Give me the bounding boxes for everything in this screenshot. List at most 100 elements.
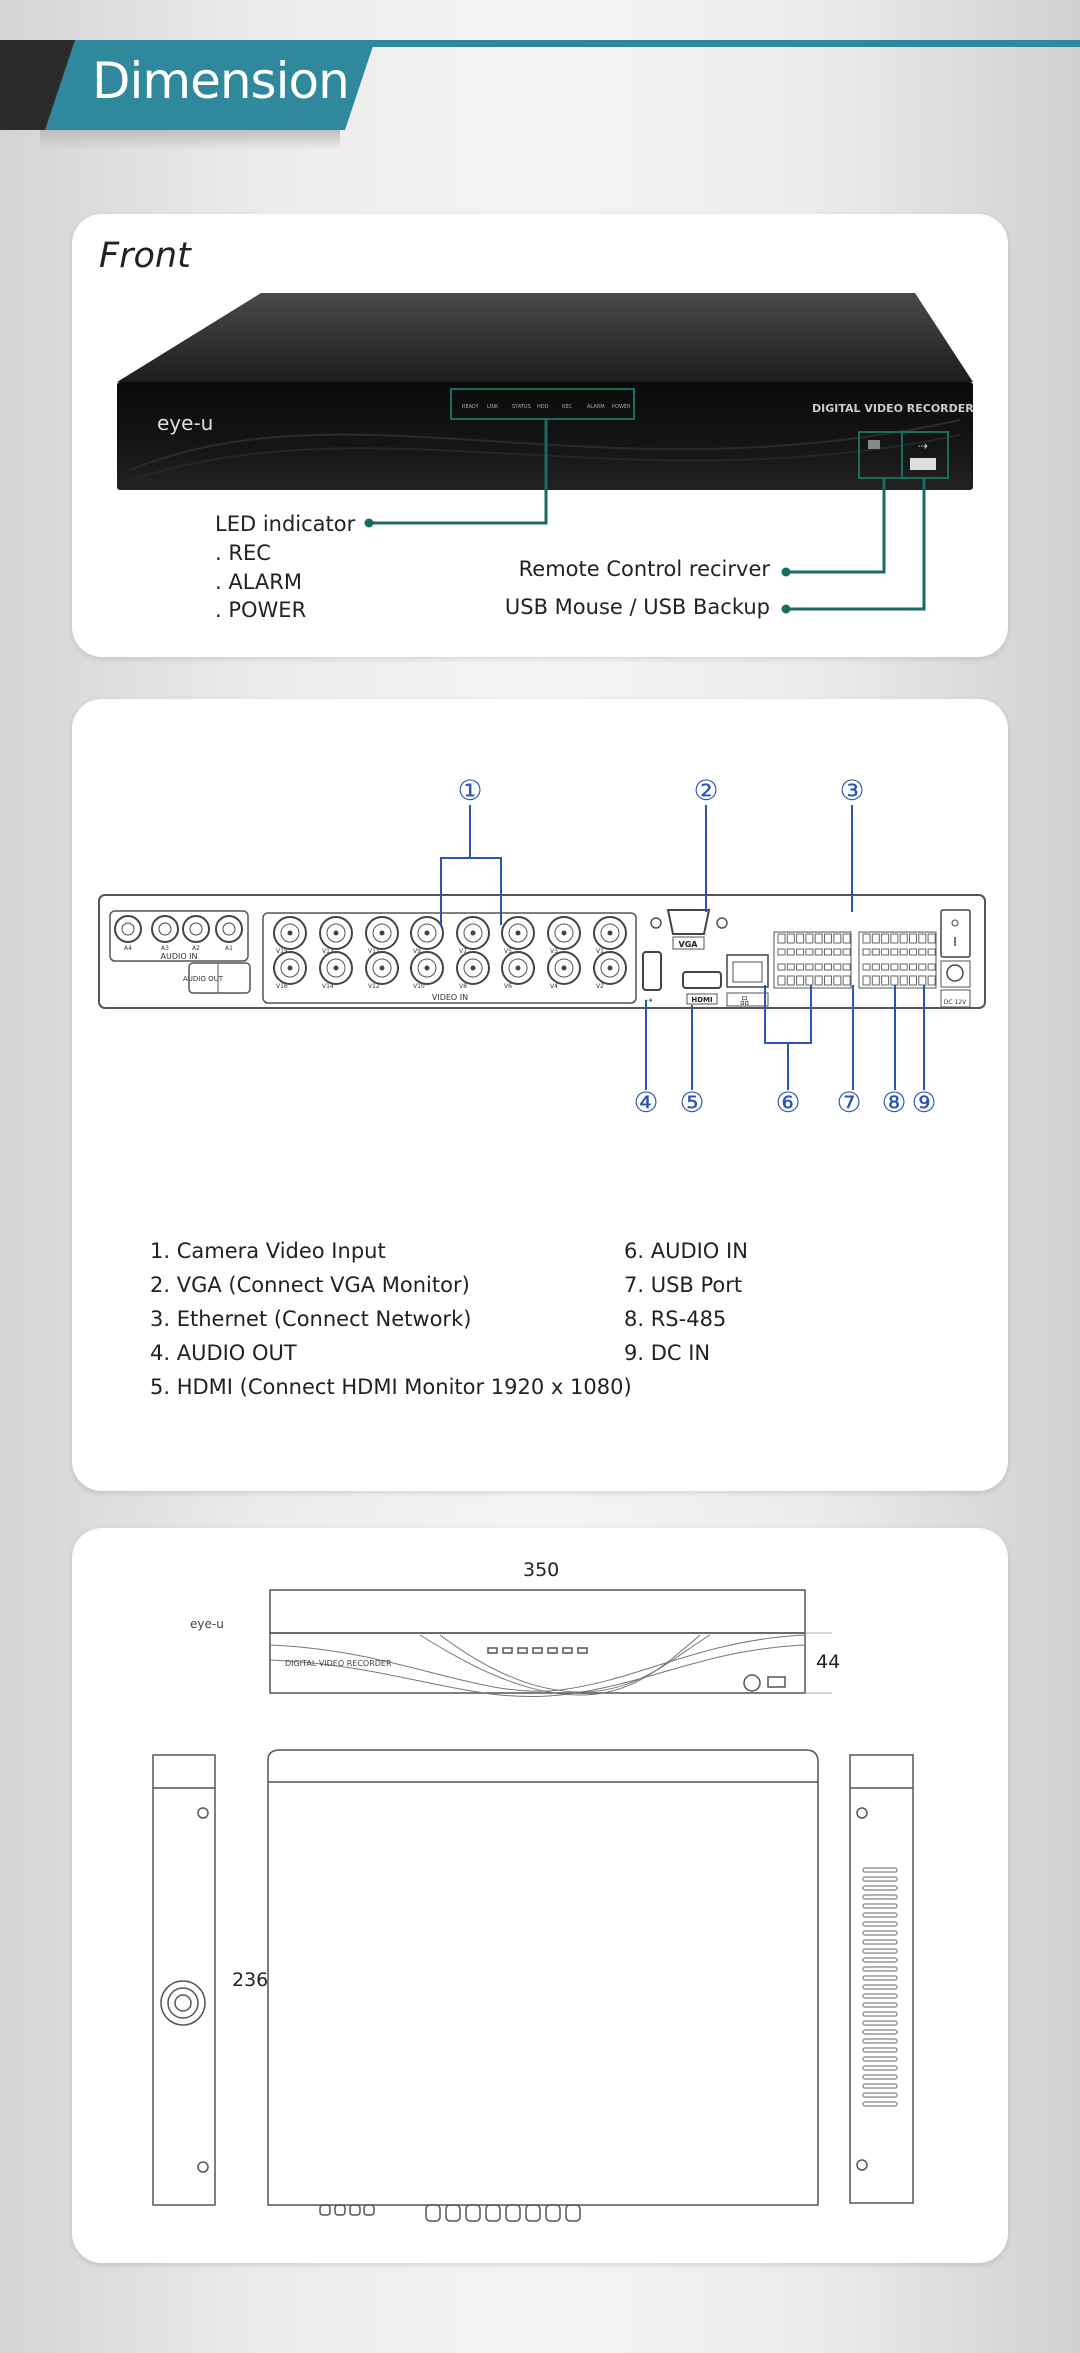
terminal-pin [899,975,908,986]
legend-item: 5. HDMI (Connect HDMI Monitor 1920 x 108… [150,1375,632,1399]
led-label: STATUS [512,404,531,410]
bnc-label: V16 [276,983,288,990]
top-port [319,2204,331,2216]
terminal-pin [909,975,917,986]
vent-slots [862,1867,898,2107]
terminal-pin [862,963,871,971]
terminal-pin [814,948,823,956]
terminal-pin [862,933,871,944]
legend-item: 8. RS-485 [624,1307,727,1331]
bnc-inner [280,923,300,943]
vent-slot [862,1921,898,1927]
bnc-inner [280,958,300,978]
header-title-banner [45,40,375,130]
bnc-inner [600,958,620,978]
vent-slot [862,1975,898,1981]
audio-jack [215,915,243,943]
terminal-pin [899,948,908,956]
bnc-inner [463,923,483,943]
top-port [363,2204,375,2216]
video-in-title: VIDEO IN [432,993,468,1002]
usb-leader-dot [781,604,791,614]
bnc-inner [372,958,392,978]
bnc-connector [593,951,627,985]
vent-slot [862,2002,898,2008]
bnc-pin [379,930,385,936]
led-label: ALARM [587,404,605,410]
bnc-label: V5 [504,948,512,955]
right-side-view [849,1754,914,2204]
audio-jack-inner [189,922,203,936]
audio-in-block [109,910,249,962]
terminal-pin [805,948,814,956]
callout-5: ⑤ [679,1086,704,1119]
usb-slot [910,458,936,470]
audio-jack-label: A2 [192,945,200,952]
bnc-connector [456,916,490,950]
bnc-inner [508,958,528,978]
dvr-brand-logo: eye-u [157,411,213,435]
led-indicator-highlight [450,388,635,420]
terminal-pin [862,948,871,956]
terminal-pin [909,933,917,944]
ethernet-port [726,954,769,988]
legend-left: 1. Camera Video Input 2. VGA (Connect VG… [150,1234,632,1404]
vent-slot [862,1966,898,1972]
vent-slot [862,1984,898,1990]
bnc-inner [554,923,574,943]
terminal-pin [842,975,851,986]
vent-slot [862,1939,898,1945]
bnc-pin [607,965,613,971]
bnc-connector [410,951,444,985]
audio-in-title: AUDIO IN [160,952,197,961]
usb-icon: ⇢ [645,996,653,1006]
terminal-pin [786,963,795,971]
dim-led [532,1647,543,1654]
dvr-top-surface [117,293,973,382]
vent-slot [862,1948,898,1954]
vent-slot [862,2101,898,2107]
led-item-rec: . REC [215,541,271,565]
vent-slot [862,1993,898,1999]
terminal-pin [833,933,842,944]
terminal-pin [796,933,805,944]
terminal-pin [796,948,805,956]
audio-jack-label: A1 [225,945,233,952]
callout-6: ⑥ [775,1086,800,1119]
dim-brand: eye-u [190,1617,224,1631]
led-indicator-title: LED indicator [215,512,356,536]
top-bnc [465,2204,481,2222]
terminal-pin [927,948,936,956]
terminal-pin [899,963,908,971]
bnc-connector [365,916,399,950]
bnc-connector [547,916,581,950]
callout-3: ③ [839,774,864,807]
bnc-connector [456,951,490,985]
top-bnc [485,2204,501,2222]
terminal-pin [833,975,842,986]
dim-device-label: DIGITAL VIDEO RECORDER [285,1659,392,1668]
terminal-pin [796,975,805,986]
terminal-pin [833,948,842,956]
bnc-label: V8 [459,983,467,990]
legend-item: 9. DC IN [624,1341,711,1365]
dim-led [502,1647,513,1654]
usb-leader-line [786,478,926,611]
vent-slot [862,2065,898,2071]
bnc-label: V2 [596,983,604,990]
power-switch [940,909,971,958]
bnc-inner [326,958,346,978]
bnc-pin [424,965,430,971]
terminal-pin [899,933,908,944]
terminal-pin [824,975,832,986]
terminal-block [858,931,937,989]
vent-slot [862,1867,898,1873]
network-icon: 品 [740,996,749,1007]
page-title: Dimension [92,52,350,110]
bnc-label: V6 [504,983,512,990]
header-shadow [40,130,340,150]
terminal-pin [890,948,899,956]
